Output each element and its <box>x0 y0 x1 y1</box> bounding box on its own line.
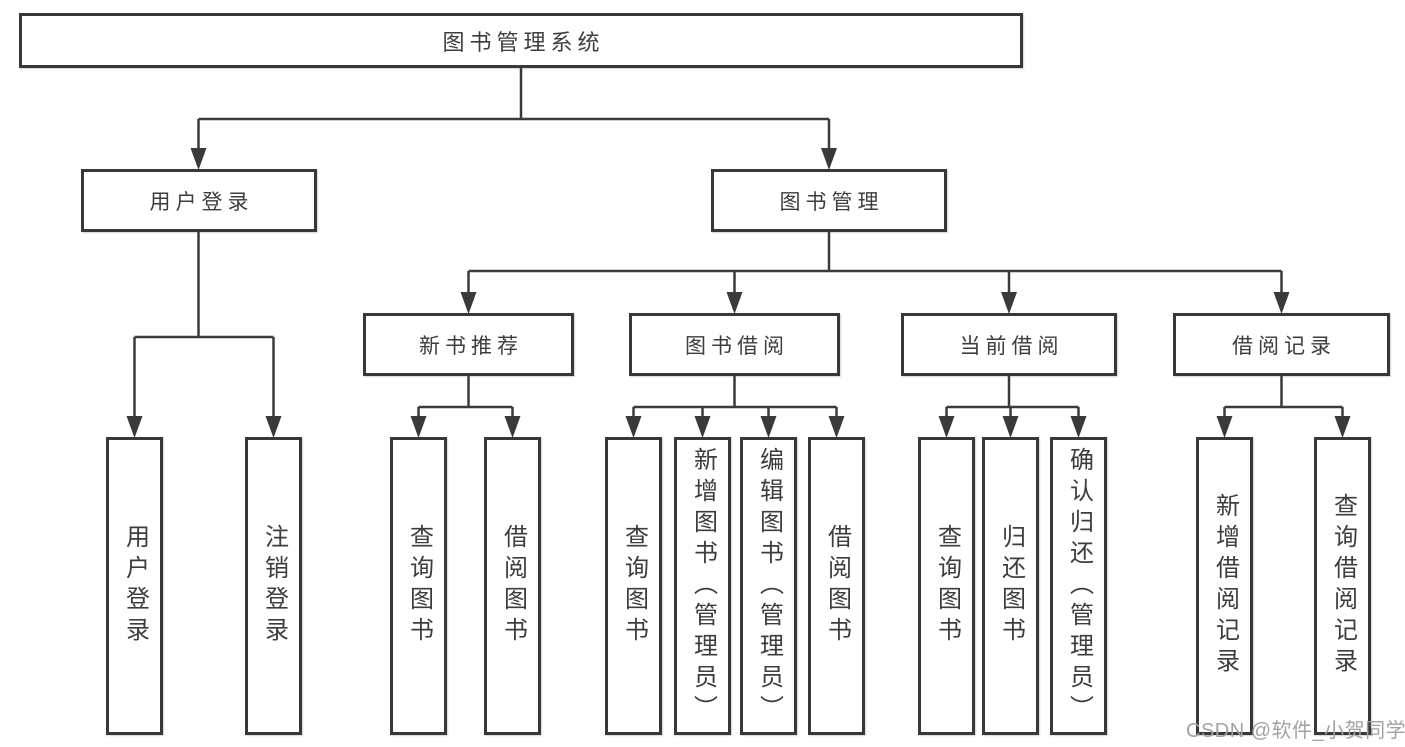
node-label: 借阅记录 <box>1232 334 1336 358</box>
node-leaf-edit-books-admin: 编辑图书（管理员） <box>740 437 797 735</box>
node-label: 图书借阅 <box>685 334 789 358</box>
node-book-borrowing: 图书借阅 <box>629 313 840 376</box>
node-label: 确认归还（管理员） <box>1065 446 1093 726</box>
node-label: 借阅图书 <box>499 524 527 648</box>
node-label: 编辑图书（管理员） <box>755 446 783 726</box>
node-leaf-logout: 注销登录 <box>245 437 302 735</box>
node-leaf-add-books-admin: 新增图书（管理员） <box>674 437 731 735</box>
node-leaf-borrow-books: 借阅图书 <box>808 437 865 735</box>
node-label: 归还图书 <box>997 524 1025 648</box>
node-new-book-recommend: 新书推荐 <box>363 313 574 376</box>
node-leaf-return-books: 归还图书 <box>982 437 1039 735</box>
node-label: 当前借阅 <box>959 334 1064 358</box>
node-leaf-query-books-recommend: 查询图书 <box>390 437 447 735</box>
node-label: 新增借阅记录 <box>1211 493 1239 679</box>
connector-user-login-to-leaves <box>126 232 282 438</box>
connector-book-management-to-level3 <box>460 232 1290 314</box>
node-label: 用户登录 <box>149 190 254 214</box>
node-label: 查询图书 <box>405 524 433 648</box>
node-book-management: 图书管理 <box>711 169 947 232</box>
node-label: 查询图书 <box>620 524 648 648</box>
connector-new-book-recommend-to-leaves <box>410 376 521 438</box>
node-label: 注销登录 <box>260 524 288 648</box>
connector-book-borrowing-to-leaves <box>625 376 845 438</box>
node-label: 新书推荐 <box>419 334 523 358</box>
node-borrowing-records: 借阅记录 <box>1173 313 1390 376</box>
node-leaf-query-borrow-record: 查询借阅记录 <box>1314 437 1371 735</box>
csdn-watermark: CSDN @软件_小贺同学 <box>1186 720 1405 742</box>
node-root-system: 图书管理系统 <box>19 13 1023 68</box>
node-label: 图书管理 <box>779 190 884 214</box>
node-leaf-confirm-return-admin: 确认归还（管理员） <box>1050 437 1107 735</box>
node-leaf-borrow-books-recommend: 借阅图书 <box>484 437 541 735</box>
node-label: 查询图书 <box>933 524 961 648</box>
connector-root-to-level2 <box>190 68 837 170</box>
node-leaf-query-books-borrowing: 查询图书 <box>605 437 662 735</box>
node-current-borrowing: 当前借阅 <box>901 313 1117 376</box>
node-user-login: 用户登录 <box>81 169 317 232</box>
node-label: 借阅图书 <box>823 524 851 648</box>
connector-current-borrowing-to-leaves <box>938 376 1087 438</box>
node-label: 用户登录 <box>121 524 149 648</box>
node-label: 图书管理系统 <box>442 29 605 55</box>
node-leaf-add-borrow-record: 新增借阅记录 <box>1196 437 1253 735</box>
connector-borrowing-records-to-leaves <box>1216 376 1351 438</box>
node-leaf-query-books-current: 查询图书 <box>918 437 975 735</box>
node-label: 查询借阅记录 <box>1329 493 1357 679</box>
node-leaf-user-login: 用户登录 <box>106 437 163 735</box>
node-label: 新增图书（管理员） <box>689 446 717 726</box>
